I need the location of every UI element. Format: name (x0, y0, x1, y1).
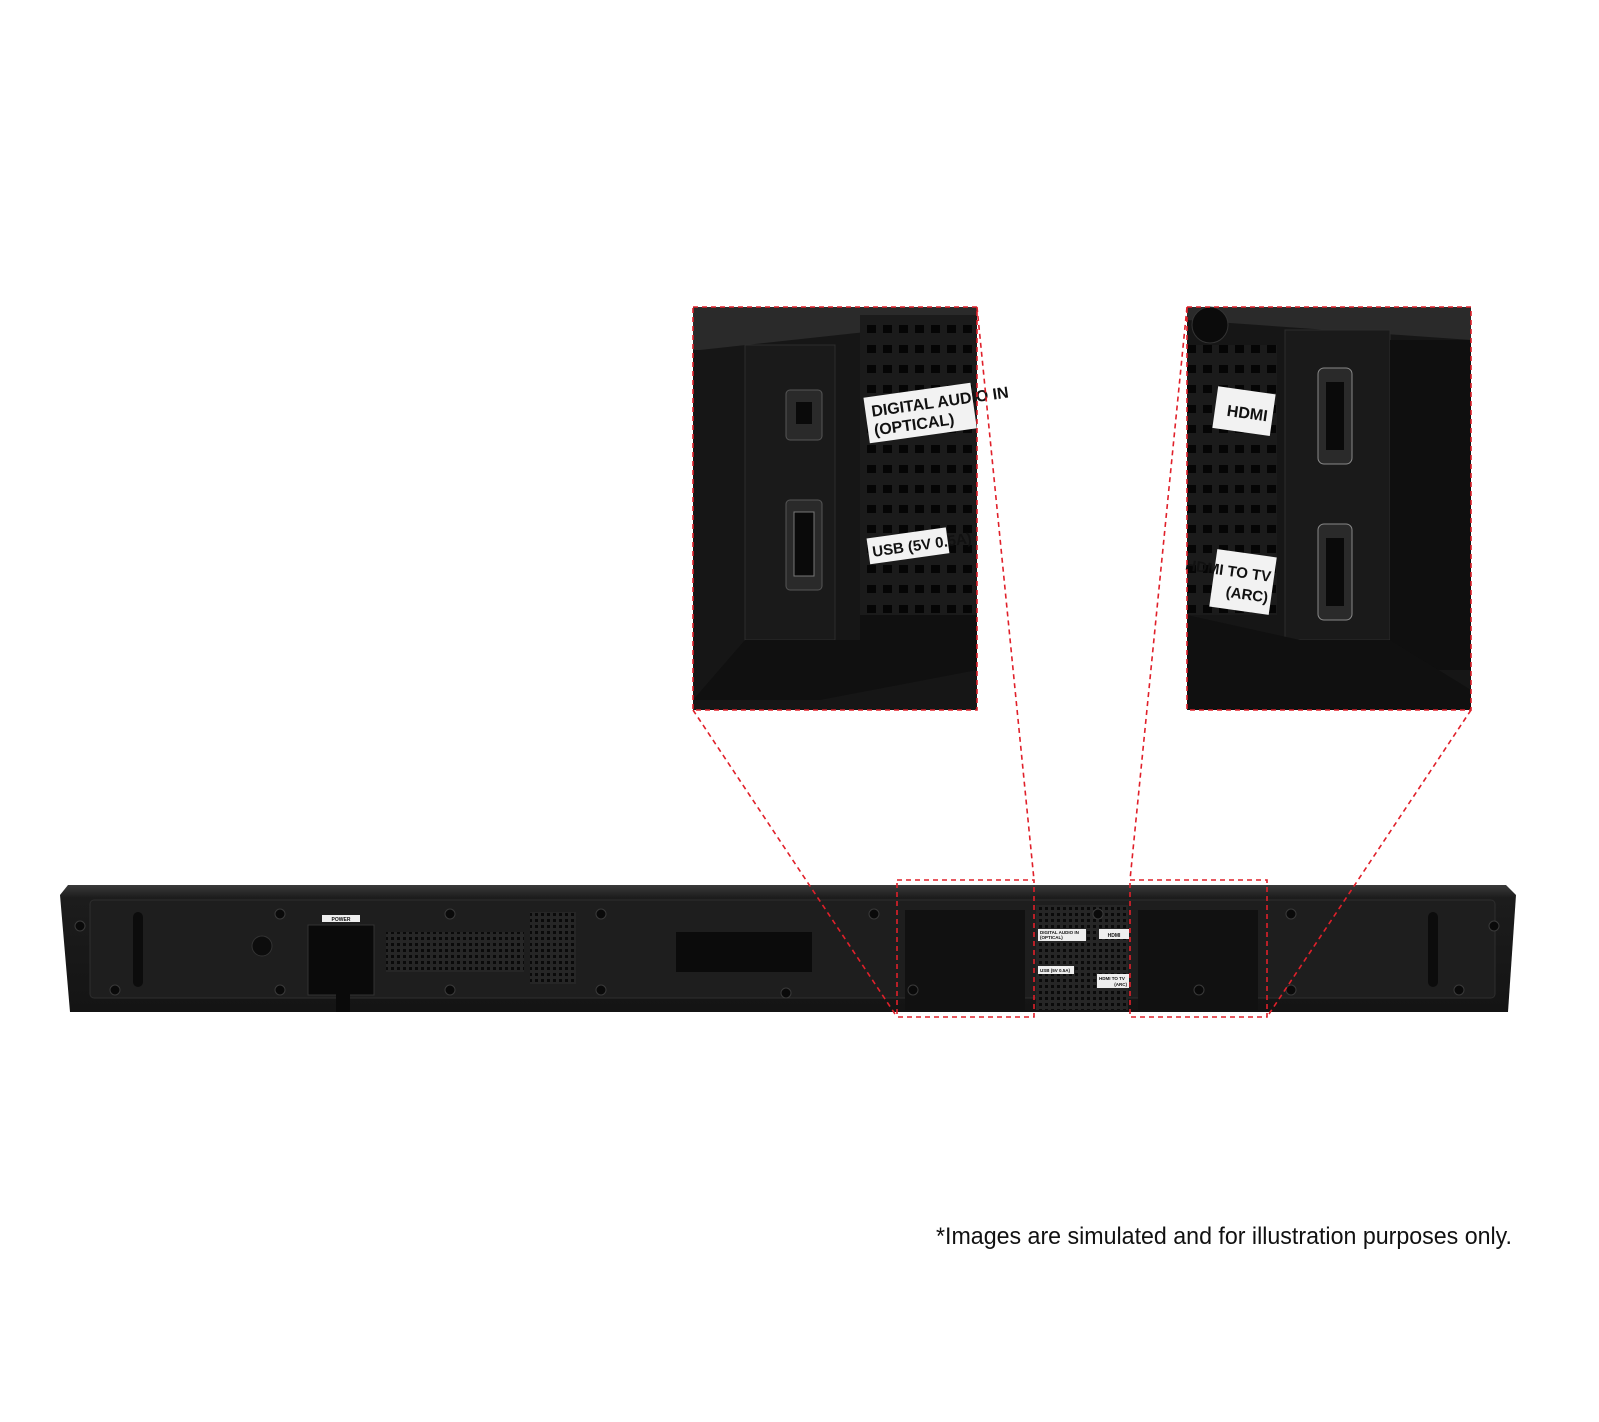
small-arc-sub-label: (ARC) (1114, 982, 1127, 987)
small-arc-label: HDMI TO TV (1099, 976, 1125, 981)
zoom-panel-left: DIGITAL AUDIO IN (OPTICAL) USB (5V 0.5A) (693, 307, 1010, 710)
small-hdmi-label: HDMI (1108, 933, 1121, 939)
small-optical-sub-label: (OPTICAL) (1040, 935, 1063, 940)
small-usb-label: USB (5V 0.5A) (1040, 968, 1071, 973)
hdmi-arc-port-sub-label: (ARC) (1225, 584, 1269, 607)
callout-lines (692, 306, 1472, 1018)
soundbar-body: POWER DIGITAL AUDIO IN (OPTICAL) HDMI US… (60, 885, 1516, 1012)
zoom-panel-right: HDMI HDMI TO TV (ARC) (1184, 306, 1471, 710)
hdmi-port-label: HDMI (1226, 403, 1269, 426)
disclaimer-text: *Images are simulated and for illustrati… (936, 1223, 1512, 1250)
small-optical-label: DIGITAL AUDIO IN (1040, 930, 1079, 935)
power-label: POWER (332, 917, 351, 923)
